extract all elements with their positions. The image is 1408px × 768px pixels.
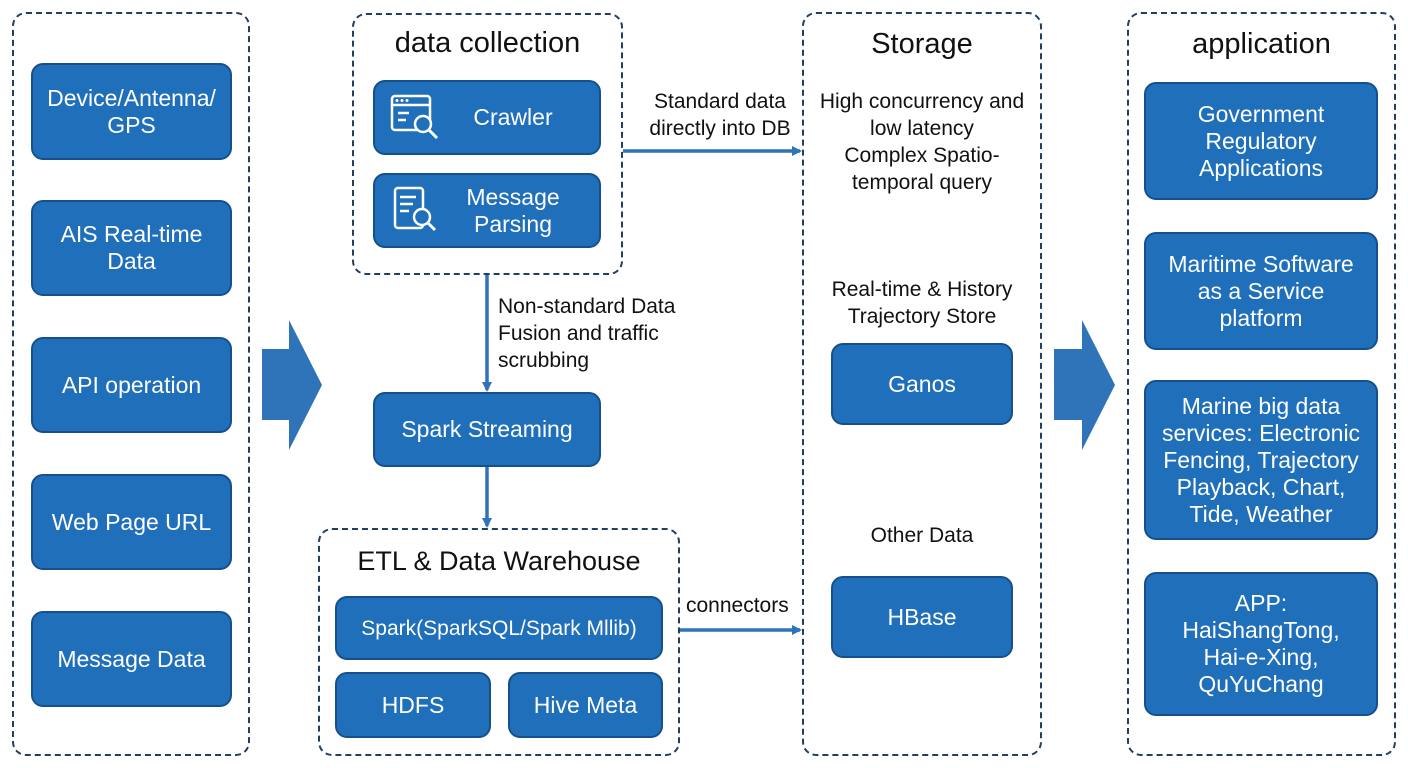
document-search-icon xyxy=(393,186,437,231)
hbase-box: HBase xyxy=(831,576,1013,658)
hive-meta-box: Hive Meta xyxy=(508,672,663,738)
data-collection-title: data collection xyxy=(394,27,581,59)
spark-sql-mllib-box: Spark(SparkSQL/Spark Mllib) xyxy=(335,596,663,660)
etl-title: ETL & Data Warehouse xyxy=(357,546,641,576)
crawler-label: Crawler xyxy=(473,104,553,130)
ganos-box: Ganos xyxy=(831,343,1013,425)
connectors-label: connectors xyxy=(686,594,789,617)
sources-panel xyxy=(12,12,250,756)
source-device-antenna-gps: Device/Antenna/ GPS xyxy=(31,63,232,160)
storage-title: Storage xyxy=(871,28,973,60)
spark-streaming-box: Spark Streaming xyxy=(373,392,601,467)
app-maritime-saas: Maritime Software as a Service platform xyxy=(1144,232,1378,350)
sources-to-collection-arrow xyxy=(262,320,322,450)
app-government-regulatory: Government Regulatory Applications xyxy=(1144,82,1378,200)
source-web-page-url: Web Page URL xyxy=(31,474,232,570)
source-api-operation: API operation xyxy=(31,337,232,433)
application-panel: application xyxy=(1127,12,1396,756)
source-message-data: Message Data xyxy=(31,611,232,707)
etl-panel: ETL & Data Warehouse xyxy=(318,528,680,756)
browser-search-icon xyxy=(390,94,439,139)
message-parsing-box: Message Parsing xyxy=(373,173,601,248)
trajectory-store-label: Real-time & History Trajectory Store xyxy=(831,278,1013,328)
message-parsing-label: Message Parsing xyxy=(466,183,560,237)
source-ais-realtime: AIS Real-time Data xyxy=(31,200,232,296)
crawler-box: Crawler xyxy=(373,80,601,155)
data-collection-panel: data collection xyxy=(352,13,623,275)
storage-feature-text: High concurrency and low latency Complex… xyxy=(819,90,1025,194)
other-data-label: Other Data xyxy=(870,524,974,547)
non-standard-data-label: Non-standard Data Fusion and traffic scr… xyxy=(498,295,676,372)
app-mobile-apps: APP: HaiShangTong, Hai-e-Xing, QuYuChang xyxy=(1144,572,1378,716)
storage-to-application-arrow xyxy=(1054,320,1115,450)
application-title: application xyxy=(1192,28,1331,60)
app-marine-big-data: Marine big data services: Electronic Fen… xyxy=(1144,380,1378,540)
storage-panel: Storage xyxy=(802,12,1042,756)
hdfs-box: HDFS xyxy=(335,672,491,738)
standard-data-label: Standard data directly into DB xyxy=(649,90,791,140)
